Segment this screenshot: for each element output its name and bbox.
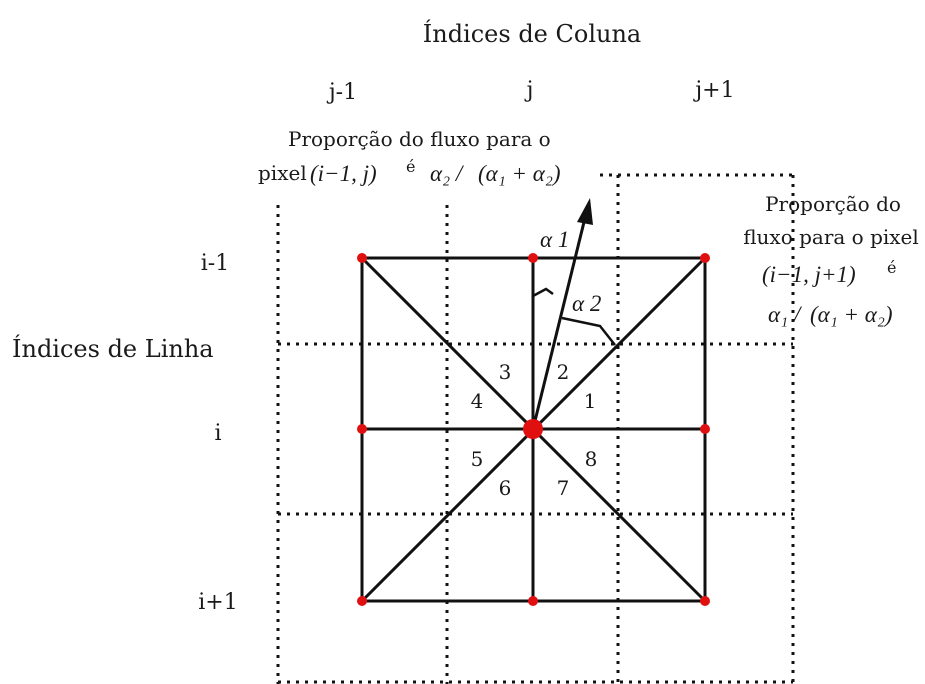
angle-mark-a1 xyxy=(532,287,554,298)
sector-5: 5 xyxy=(471,447,484,471)
left-note-formula-num: α₂ / xyxy=(430,161,465,186)
angle-mark-a2 xyxy=(561,316,616,346)
node xyxy=(700,253,710,263)
left-note-formula-den: (α₁ + α₂) xyxy=(478,161,560,186)
row-indices-title: Índices de Linha xyxy=(12,334,214,363)
right-note-formula-num: α₁ / xyxy=(768,302,803,327)
left-note-is: é xyxy=(406,157,415,176)
node xyxy=(357,253,367,263)
pixel-nodes xyxy=(357,253,710,606)
angle-label-a2: α 2 xyxy=(572,291,601,316)
sector-7: 7 xyxy=(557,476,570,500)
right-note-line2: fluxo para o pixel xyxy=(743,225,919,249)
center-node xyxy=(523,419,543,439)
arrow-head-icon xyxy=(577,198,593,225)
column-indices-title: Índices de Coluna xyxy=(423,19,641,48)
node xyxy=(528,253,538,263)
right-note-pixel-expr: (i−1, j+1) xyxy=(762,262,856,287)
col-label-j: j xyxy=(524,78,534,103)
col-label-j-minus-1: j-1 xyxy=(326,80,357,105)
row-label-i-plus-1: i+1 xyxy=(198,590,237,615)
left-note-line1: Proporção do fluxo para o xyxy=(288,127,551,151)
sector-numbers: 1 2 3 4 5 6 7 8 xyxy=(471,360,598,500)
angle-label-a1: α 1 xyxy=(540,227,569,252)
col-label-j-plus-1: j+1 xyxy=(692,78,734,103)
left-note-pixel-word: pixel xyxy=(258,161,307,185)
sector-2: 2 xyxy=(557,360,570,384)
row-label-i: i xyxy=(214,421,221,446)
sector-8: 8 xyxy=(585,447,598,471)
right-note-formula-den: (α₁ + α₂) xyxy=(810,302,892,327)
node xyxy=(357,424,367,434)
flow-arrow xyxy=(531,198,593,430)
right-flow-note: Proporção do fluxo para o pixel (i−1, j+… xyxy=(743,192,919,327)
node xyxy=(528,596,538,606)
row-label-i-minus-1: i-1 xyxy=(201,251,229,276)
node xyxy=(700,424,710,434)
left-flow-note: Proporção do fluxo para o pixel (i−1, j)… xyxy=(258,127,560,186)
sector-4: 4 xyxy=(471,389,484,413)
angle-marks xyxy=(532,287,616,346)
sector-6: 6 xyxy=(499,476,512,500)
right-note-line1: Proporção do xyxy=(765,192,901,216)
sector-1: 1 xyxy=(584,389,597,413)
right-note-is: é xyxy=(887,258,896,277)
node xyxy=(357,596,367,606)
sector-3: 3 xyxy=(499,360,512,384)
node xyxy=(700,596,710,606)
left-note-pixel-expr: (i−1, j) xyxy=(310,161,377,186)
